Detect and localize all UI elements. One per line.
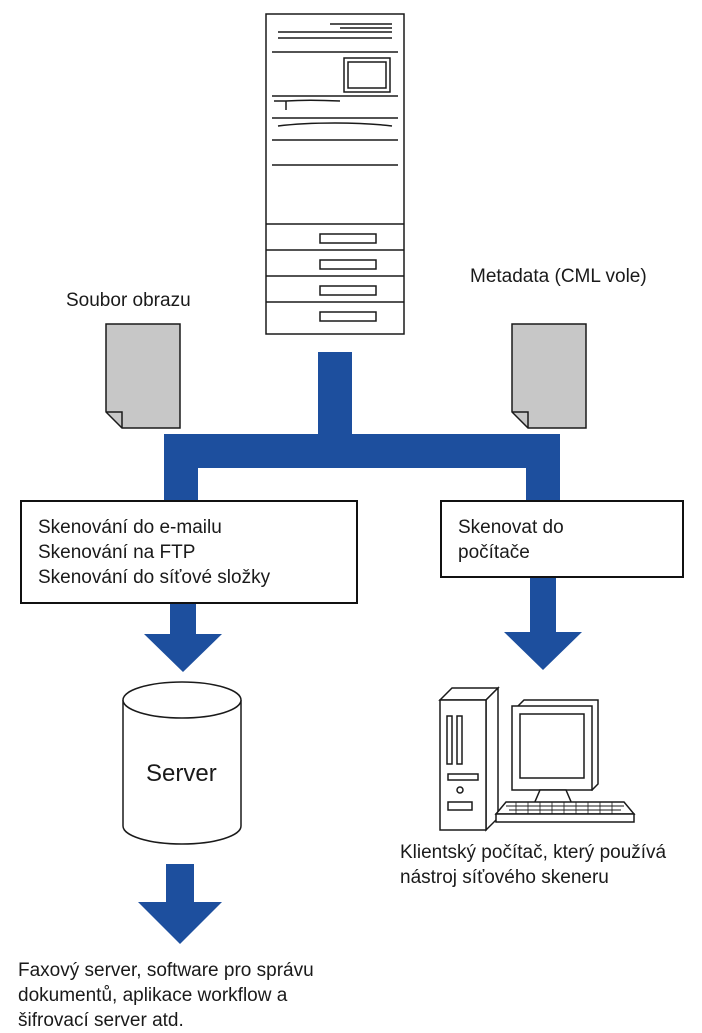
scan-option-folder: Skenování do síťové složky — [38, 567, 271, 588]
scan-to-pc-line2: počítače — [458, 542, 530, 563]
image-file-label: Soubor obrazu — [66, 290, 191, 311]
arrow-down-icon — [144, 604, 222, 672]
scan-option-email: Skenování do e-mailu — [38, 517, 222, 538]
metadata-label: Metadata (CML vole) — [470, 266, 647, 287]
client-caption-line1: Klientský počítač, který používá — [400, 842, 667, 863]
flow-connector — [164, 352, 560, 504]
document-icon — [105, 323, 181, 429]
client-caption: Klientský počítač, který používá nástroj… — [400, 840, 666, 890]
right-scan-box: Skenovat do počítače — [440, 500, 684, 578]
server-icon — [122, 681, 242, 845]
bottom-caption-line1: Faxový server, software pro správu — [18, 960, 314, 981]
scan-option-ftp: Skenování na FTP — [38, 542, 196, 563]
bottom-caption: Faxový server, software pro správu dokum… — [18, 958, 314, 1033]
bottom-caption-line3: šifrovací server atd. — [18, 1010, 184, 1031]
left-scan-box: Skenování do e-mailu Skenování na FTP Sk… — [20, 500, 358, 604]
arrow-down-icon — [138, 864, 222, 944]
arrow-down-icon — [504, 578, 582, 670]
bottom-caption-line2: dokumentů, aplikace workflow a — [18, 985, 288, 1006]
server-label: Server — [146, 760, 217, 787]
computer-icon — [438, 686, 636, 832]
scan-to-pc-line1: Skenovat do — [458, 517, 564, 538]
printer-icon — [265, 13, 405, 335]
document-icon — [511, 323, 587, 429]
client-caption-line2: nástroj síťového skeneru — [400, 867, 609, 888]
